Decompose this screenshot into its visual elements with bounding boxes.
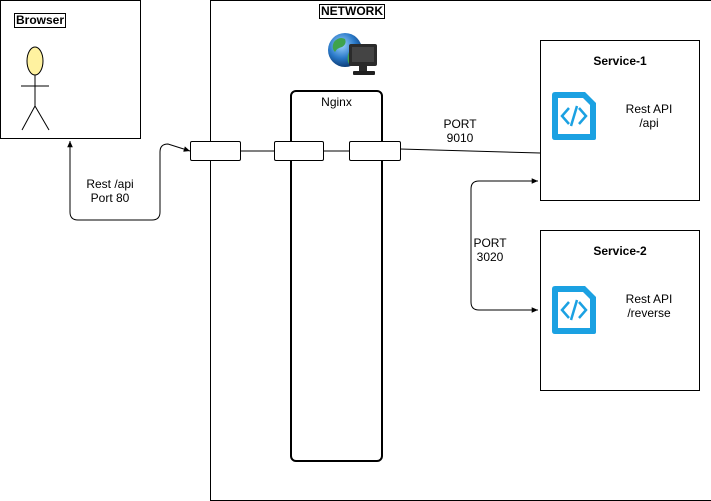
service2-title: Service-2	[593, 244, 647, 258]
nginx-port-3[interactable]	[349, 141, 401, 161]
code-file-icon	[552, 92, 596, 140]
edge-nginx-service1	[399, 148, 541, 154]
edge-label-service1-service2: PORT 3020	[473, 236, 507, 264]
service1-api-label: Rest API /api	[625, 102, 673, 130]
edge-label-browser-nginx: Rest /api Port 80	[86, 177, 134, 205]
edge-label-nginx-service1: PORT 9010	[443, 117, 477, 145]
service1-title: Service-1	[593, 54, 647, 68]
browser-title: Browser	[14, 13, 67, 28]
edge-browser-nginx	[67, 141, 191, 221]
service2-node[interactable]	[540, 230, 700, 391]
stick-figure-icon	[21, 46, 50, 131]
edge-service1-service2	[470, 178, 538, 313]
service2-api-label: Rest API /reverse	[625, 292, 673, 320]
nginx-port-1[interactable]	[190, 141, 241, 161]
globe-computer-icon	[328, 33, 377, 75]
code-file-icon	[552, 286, 596, 334]
nginx-port-2[interactable]	[274, 141, 324, 161]
nginx-title: Nginx	[321, 95, 352, 109]
network-title: NETWORK	[319, 4, 385, 19]
